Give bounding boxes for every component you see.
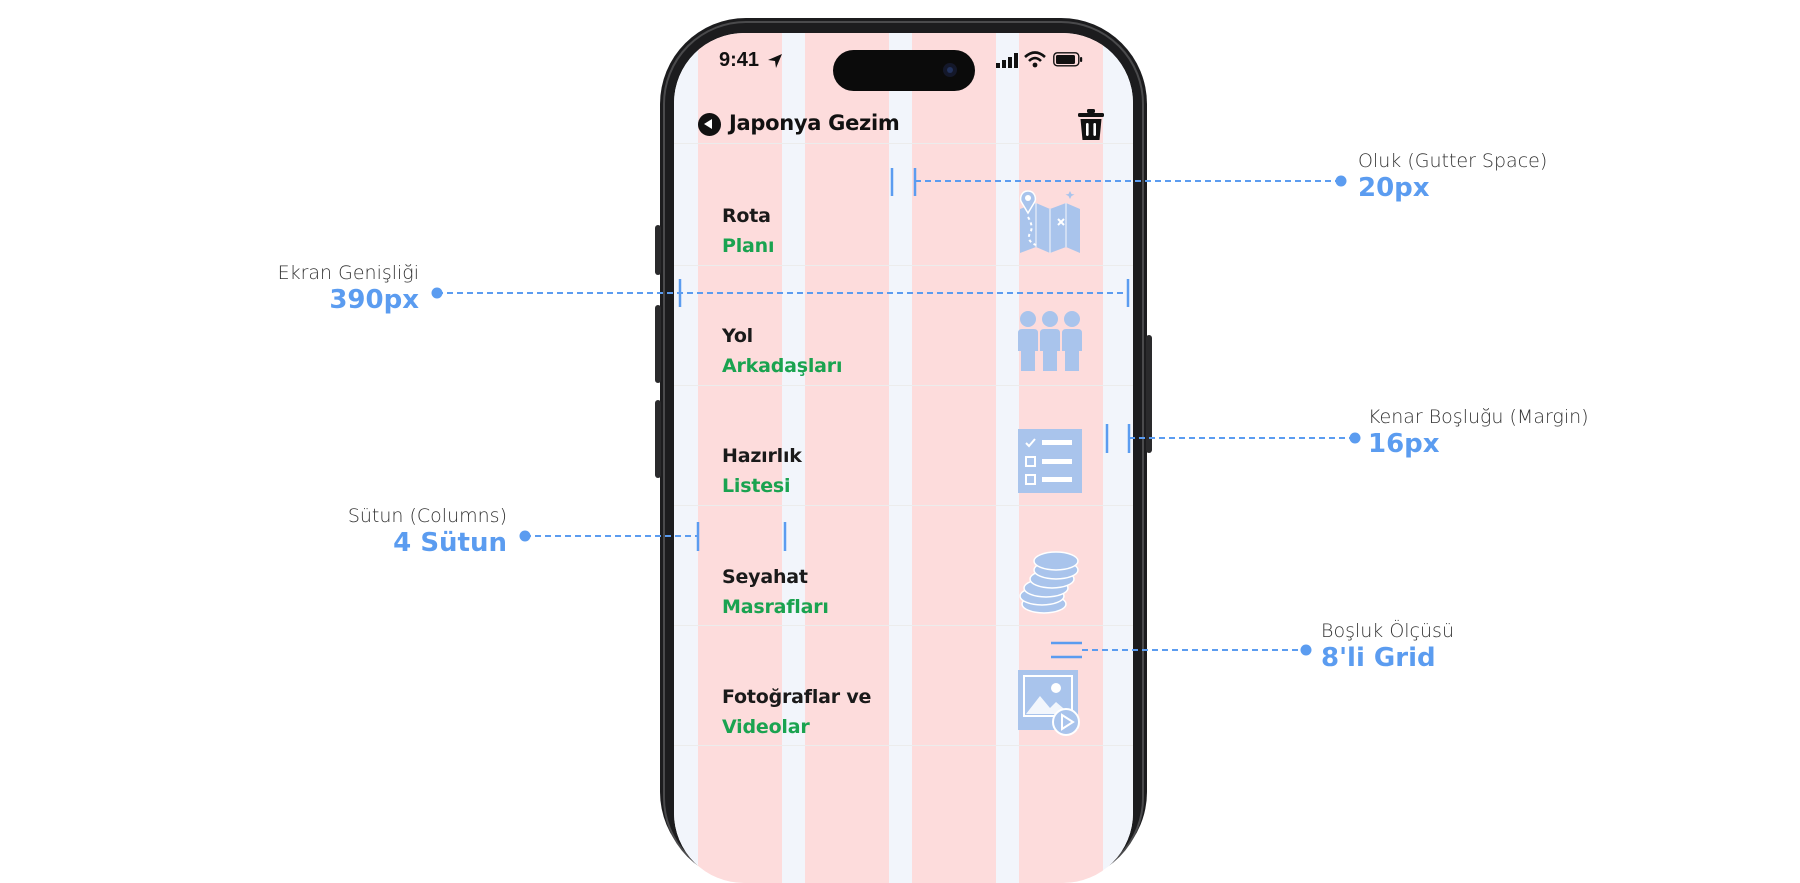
gutter-annotation: Oluk (Gutter Space) 20px — [1358, 150, 1547, 203]
margin-annotation: Kenar Boşluğu (Margin) 16px — [1368, 406, 1589, 459]
group-icon — [1018, 311, 1082, 371]
grid-column-2 — [805, 33, 889, 883]
location-arrow-icon — [768, 54, 782, 68]
annotation-overlay — [431, 168, 1361, 659]
menu-item-travel-friends[interactable]: Yol Arkadaşları — [722, 311, 1102, 415]
gutter-dimension-line — [890, 168, 1347, 196]
spacing-label: Boşluk Ölçüsü — [1321, 620, 1454, 642]
grid-gutter-2 — [889, 33, 912, 883]
side-button-volume-up — [655, 305, 661, 383]
screen-width-label: Ekran Genişliği — [277, 262, 419, 284]
side-button-power — [1146, 335, 1152, 453]
dynamic-island — [833, 50, 975, 91]
cellular-signal-icon — [996, 53, 1018, 68]
menu-item-travel-expenses[interactable]: Seyahat Masrafları — [722, 551, 1102, 656]
gutter-label: Oluk (Gutter Space) — [1358, 150, 1548, 172]
screen-width-dimension-line — [431, 279, 1130, 307]
columns-annotation: Sütun (Columns) 4 Sütun — [348, 505, 507, 558]
screen-width-annotation: Ekran Genişliği 390px — [278, 262, 419, 315]
battery-icon — [1053, 52, 1083, 67]
camera-icon — [943, 63, 957, 77]
margin-value: 16px — [1368, 429, 1440, 459]
menu-item-subtitle: Arkadaşları — [722, 355, 843, 377]
grid-row-line — [674, 385, 1133, 386]
grid-row-line — [674, 143, 1133, 144]
menu-item-photos-videos[interactable]: Fotoğraflar ve Videolar — [722, 670, 1102, 776]
grid-column-3 — [912, 33, 996, 883]
grid-row-line — [674, 625, 1133, 626]
grid-row-line — [674, 505, 1133, 506]
menu-item-preparation-list[interactable]: Hazırlık Listesi — [722, 429, 1102, 535]
side-button-silent — [655, 225, 661, 275]
grid-margin-left — [674, 33, 698, 883]
columns-dimension-line — [519, 522, 787, 551]
grid-gutter-3 — [996, 33, 1019, 883]
side-button-volume-down — [655, 400, 661, 478]
menu-item-title: Yol — [722, 325, 753, 347]
trash-icon[interactable] — [1078, 109, 1104, 141]
grid-row-line — [674, 265, 1133, 266]
map-icon — [1019, 190, 1080, 253]
grid-margin-right — [1103, 33, 1133, 883]
menu-item-subtitle: Planı — [722, 235, 775, 257]
photo-video-icon — [1018, 670, 1080, 736]
menu-item-title: Seyahat — [722, 566, 808, 588]
spacing-value: 8'li Grid — [1321, 643, 1436, 673]
phone-screen: 9:41 Japonya Gezim Rota Planı — [674, 33, 1133, 883]
menu-item-title: Fotoğraflar ve — [722, 686, 872, 708]
status-time: 9:41 — [719, 49, 760, 71]
margin-label: Kenar Boşluğu (Margin) — [1368, 406, 1589, 428]
back-button[interactable] — [698, 113, 721, 136]
grid-gutter-1 — [782, 33, 805, 883]
grid-column-1 — [698, 33, 782, 883]
columns-label: Sütun (Columns) — [347, 505, 507, 527]
nav-title: Japonya Gezim — [729, 111, 900, 135]
spacing-annotation: Boşluk Ölçüsü 8'li Grid — [1321, 620, 1454, 673]
menu-item-route-plan[interactable]: Rota Planı — [722, 190, 1102, 295]
columns-value: 4 Sütun — [393, 528, 507, 558]
wifi-icon — [1024, 51, 1046, 68]
spacing-dimension-line — [1051, 641, 1312, 659]
gutter-value: 20px — [1358, 173, 1430, 203]
menu-item-title: Hazırlık — [722, 445, 802, 467]
screen-width-value: 390px — [329, 285, 419, 315]
margin-dimension-line — [1105, 424, 1361, 453]
menu-item-title: Rota — [722, 205, 771, 227]
checklist-icon — [1018, 429, 1082, 493]
coins-icon — [1019, 551, 1079, 614]
grid-row-line — [674, 745, 1133, 746]
menu-item-subtitle: Listesi — [722, 475, 791, 497]
menu-item-subtitle: Masrafları — [722, 596, 829, 618]
menu-item-subtitle: Videolar — [722, 716, 810, 738]
